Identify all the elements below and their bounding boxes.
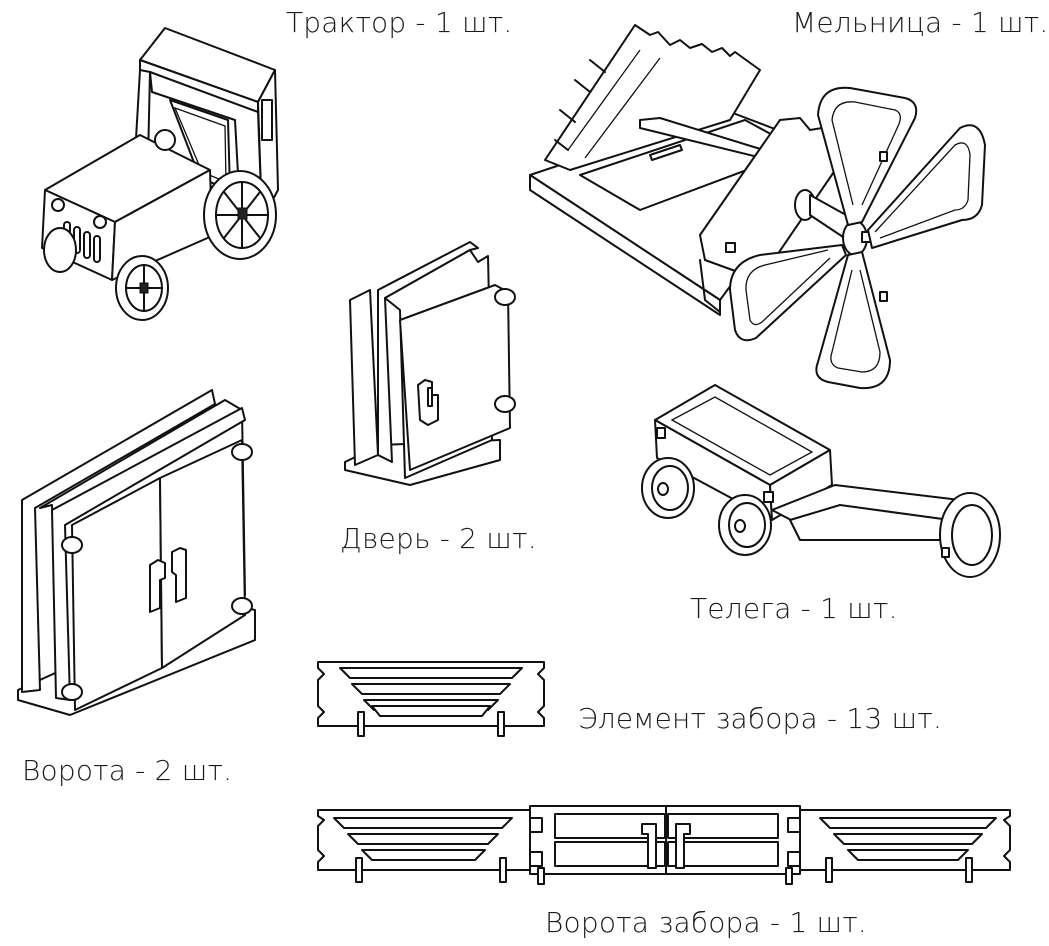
fence-element-peg-right <box>498 712 504 736</box>
gates-label: Ворота - 2 шт. <box>22 754 233 787</box>
tractor-illustration <box>42 28 278 320</box>
mill-blade-left <box>730 245 846 340</box>
door-hinge-bottom <box>495 396 515 412</box>
fence-gates-illustration <box>318 806 1010 884</box>
door-label: Дверь - 2 шт. <box>340 522 537 555</box>
door-hinge-top <box>495 289 515 305</box>
cart-illustration <box>642 385 1000 577</box>
gates-frame-back <box>22 390 215 692</box>
gates-illustration <box>18 390 255 715</box>
fence-element-illustration <box>318 662 544 736</box>
fence-gates-leaf-left-bottom <box>555 842 665 866</box>
tractor-label: Трактор - 1 шт. <box>286 6 513 39</box>
fence-element-label: Элемент забора - 13 шт. <box>578 702 943 735</box>
fence-gates-handle-left <box>642 824 656 868</box>
fence-gates-handle-right <box>676 824 690 868</box>
door-illustration <box>345 242 515 485</box>
mill-label: Мельница - 1 шт. <box>792 6 1049 39</box>
fence-gates-label: Ворота забора - 1 шт. <box>545 906 868 939</box>
gates-handle-right <box>172 548 186 602</box>
cart-label: Телега - 1 шт. <box>690 592 898 625</box>
fence-gates-leaf-right-bottom <box>668 842 778 866</box>
mill-blade-right <box>868 125 985 248</box>
mill-blade-bottom <box>816 252 890 388</box>
mill-blade-top <box>818 88 916 225</box>
parts-illustration <box>0 0 1028 946</box>
mill-left-wall <box>545 25 760 170</box>
fence-element-peg-left <box>358 712 364 736</box>
gates-handle-left <box>150 560 165 612</box>
gates-frame <box>52 408 245 700</box>
gates-leaf-right <box>160 440 245 668</box>
door-frame-back <box>350 290 378 465</box>
mill-illustration <box>530 25 985 388</box>
